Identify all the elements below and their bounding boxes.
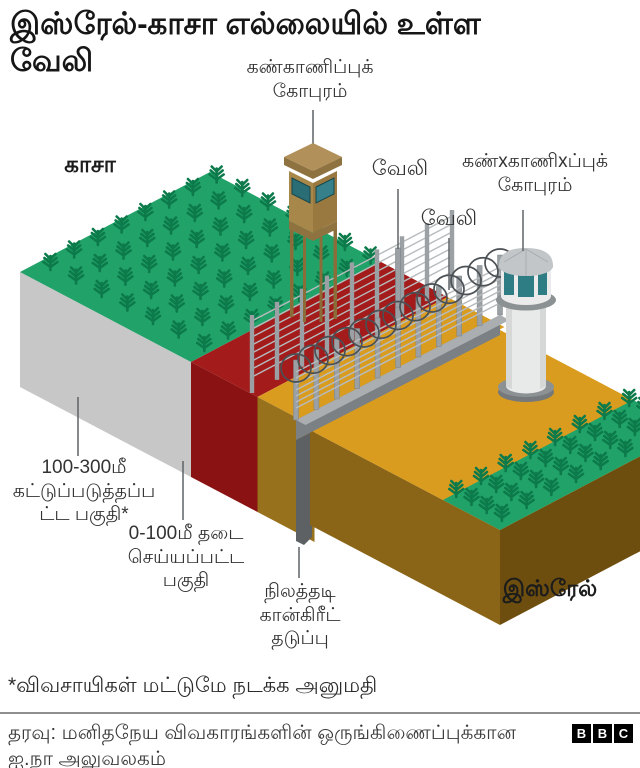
label-israel: இஸ்ரேல்: [502, 575, 598, 601]
page-title: இஸ்ரேல்-காசா எல்லையில் உள்ள வேலி: [10, 6, 481, 78]
footnote: *விவசாயிகள் மட்டுமே நடக்க அனுமதி: [8, 674, 378, 697]
back-fence: [249, 210, 455, 393]
israel-block: [310, 330, 640, 625]
label-watchtower-top: கண்காணிப்புக் கோபுரம்: [246, 57, 374, 102]
bbc-logo: B B C: [572, 724, 633, 743]
watchtower-window: [315, 177, 335, 204]
label-fence-2: வேலி: [420, 207, 478, 230]
tower-window: [518, 269, 534, 297]
surveillance-tower: [496, 248, 556, 402]
border-fence: [280, 248, 516, 421]
watchtower-window: [291, 177, 311, 204]
leader-lines: [77, 189, 524, 578]
underground-wall: [296, 432, 312, 545]
label-underground-barrier: நிலத்தடி கான்கிரீட் தடுப்பு: [259, 581, 341, 650]
label-prohibited-area: 0-100மீ தடை செய்யப்பட்ட பகுதி: [127, 523, 245, 592]
tower-window: [504, 269, 514, 295]
prohibited-strip: [191, 262, 448, 512]
watchtower: [284, 110, 342, 322]
concrete-wall: [296, 315, 510, 440]
label-restricted-area: 100-300மீ கட்டுப்படுத்தப்ப ட்ட பகுதி*: [12, 457, 156, 526]
bbc-logo-letter: B: [572, 724, 591, 743]
label-watchtower-right: கண்xகாணிxப்புக் கோபுரம்: [461, 151, 609, 196]
bbc-logo-letter: C: [614, 724, 633, 743]
tower-window: [538, 269, 547, 295]
bbc-logo-letter: B: [593, 724, 612, 743]
source-credit: தரவு: மனிதநேய விவகாரங்களின் ஒருங்கிணைப்ப…: [8, 722, 517, 768]
footer-divider: [0, 712, 640, 714]
label-gaza: காசா: [64, 151, 116, 177]
label-fence-1: வேலி: [371, 157, 429, 180]
